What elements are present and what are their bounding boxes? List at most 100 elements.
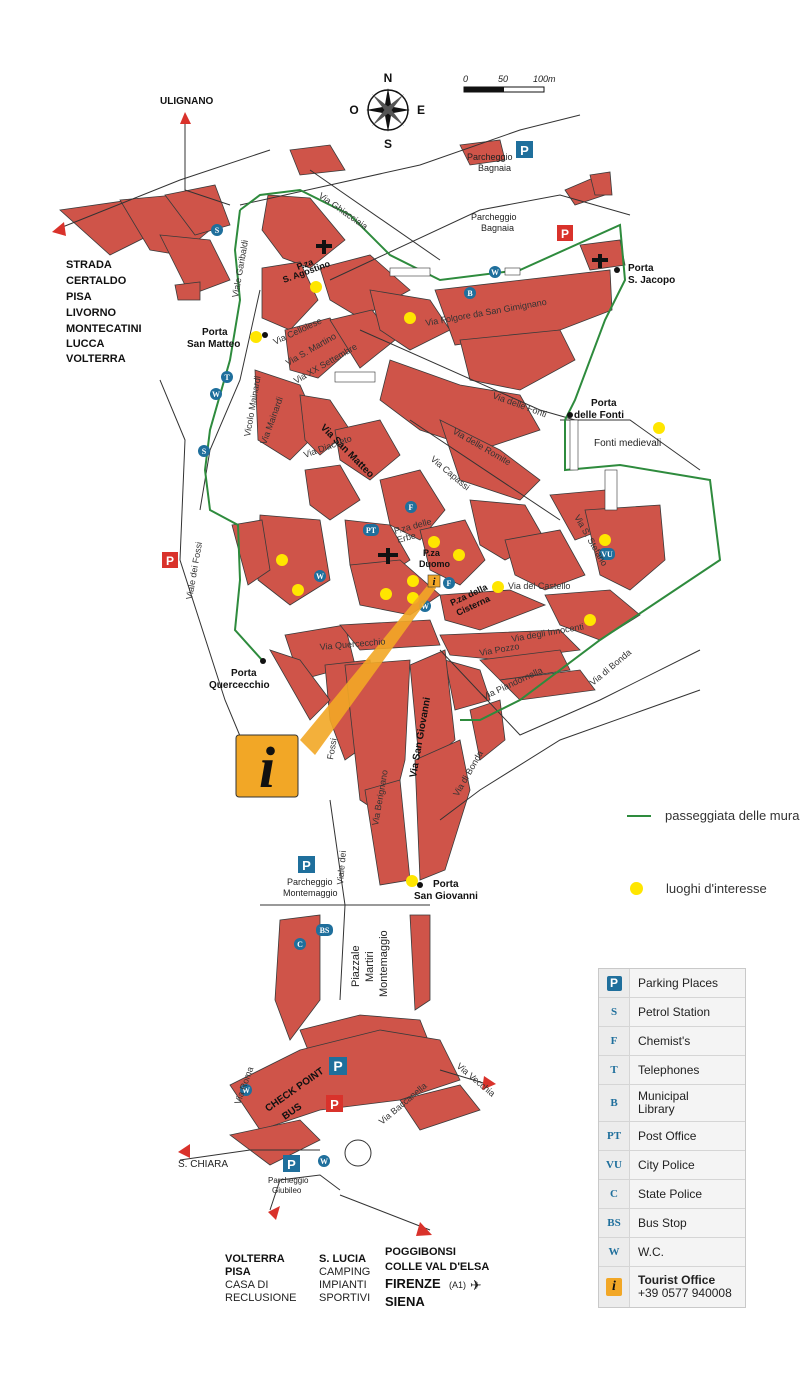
parking-icon: P [599,975,629,991]
arrow-icon [268,1206,280,1220]
post-office-icon [363,524,379,536]
svg-text:PT: PT [366,526,377,535]
arrow-icon [180,112,191,124]
green-line-swatch [627,814,651,817]
legend-row-parking: P Parking Places [599,969,745,998]
svg-text:F: F [447,579,452,588]
compass-s: S [384,137,392,151]
svg-text:P: P [520,143,529,158]
info-icon: i [599,1278,629,1296]
street-fossi: Fossi [325,737,339,760]
dest-reclusione: RECLUSIONE [225,1292,297,1304]
label-pza-duomo-1: P.za [423,548,441,558]
building-blocks [59,139,666,1166]
svg-text:S: S [215,226,220,235]
label-porta-delle-fonti-1: Porta [591,398,617,409]
legend-label: Parking Places [629,969,745,997]
dest-camping: CAMPING [319,1266,370,1278]
gate-markers [260,267,620,888]
poi-marker [428,536,440,548]
label-porta-san-matteo-1: Porta [202,327,228,338]
compass-rose-icon [366,88,410,132]
tourist-office-phone: +39 0577 940008 [638,1286,732,1300]
dest-siena: SIENA [385,1294,425,1309]
street-viale-garibaldi: Viale Garibaldi [230,239,250,298]
parking-icons: P P P P P P P [162,141,573,1172]
street-via-del-castello: Via del Castello [508,581,570,591]
roads [59,114,701,1231]
street-viale-dei-fossi: Viale dei Fossi [184,541,204,600]
label-parcheggio-giubileo-2: Giubileo [272,1186,302,1195]
bus-stop-icon: BS [607,1217,621,1229]
scale-0: 0 [463,74,468,84]
legend-label: Post Office [629,1122,745,1150]
legend-tourist: Tourist Office +39 0577 940008 [629,1267,745,1307]
label-parcheggio-montemaggio-1: Parcheggio [287,877,333,887]
chemist-icon: F [610,1035,618,1047]
wc-icon: W [608,1246,620,1258]
dest-sportivi: SPORTIVI [319,1292,370,1304]
scale-50: 50 [498,74,508,84]
legend-label: Municipal Library [629,1085,745,1121]
key-walls-walk-label: passeggiata delle mura [665,808,800,823]
label-parcheggio-bagnaia-1: Parcheggio [471,212,517,222]
svg-text:W: W [320,1157,328,1166]
dest-poggibonsi: POGGIBONSI [385,1246,456,1258]
compass-e: E [417,103,425,117]
parking-icon [329,1057,347,1075]
label-porta-san-giovanni-1: Porta [433,879,459,890]
petrol-icon [211,224,223,236]
label-porta-quercecchio-2: Quercecchio [209,680,270,691]
legend-row-city-police: VU City Police [599,1151,745,1180]
label-s-chiara: S. CHIARA [178,1159,228,1170]
roundabout [344,1139,372,1167]
svg-text:i: i [432,576,436,588]
compass-n: N [384,71,393,85]
arrow-icon [52,222,66,236]
parking-icon [516,141,533,158]
dest-s-lucia: S. LUCIA [319,1253,366,1265]
legend-row-telephones: T Telephones [599,1056,745,1085]
street-via-di-bonda: Via di Bonda [588,647,633,687]
poi-marker [653,422,665,434]
library-icon: B [610,1097,618,1109]
label-parcheggio-bagnaia-top-2: Bagnaia [478,163,511,173]
label-ulignano: ULIGNANO [160,96,214,107]
svg-text:i: i [259,735,275,800]
poi-marker [584,614,596,626]
city-police-icon: VU [606,1159,622,1171]
church-icon [316,240,608,564]
legend-row-post-office: PT Post Office [599,1122,745,1151]
dest-casa-di: CASA DI [225,1279,268,1291]
label-parcheggio-giubileo-1: Parcheggio [268,1176,309,1185]
svg-text:W: W [242,1086,250,1095]
svg-text:B: B [467,289,473,298]
legend-label: Chemist's [629,1027,745,1055]
dest-volterra: VOLTERRA [225,1253,285,1265]
svg-text:W: W [212,390,220,399]
svg-text:LIVORNO: LIVORNO [66,307,117,319]
scale-bar [463,86,545,93]
yellow-dot-swatch [630,882,643,895]
bus-stop-icon [316,924,333,936]
label-fonti-medievali: Fonti medievali [594,438,661,449]
stairs [334,267,618,511]
svg-text:P: P [330,1097,339,1112]
walls-walk-path-west [203,209,263,661]
label-porta-quercecchio-1: Porta [231,668,257,679]
legend-row-petrol: S Petrol Station [599,998,745,1027]
legend-label: State Police [629,1180,745,1208]
legend-row-library: B Municipal Library [599,1085,745,1122]
svg-text:Martiri: Martiri [364,951,376,982]
svg-text:MONTECATINI: MONTECATINI [66,323,142,335]
svg-text:VU: VU [601,550,613,559]
wc-icon [240,1084,252,1096]
dest-impianti: IMPIANTI [319,1279,367,1291]
key-poi: luoghi d'interesse [630,881,767,896]
wc-icon [314,570,326,582]
poi-marker [310,281,322,293]
svg-text:F: F [409,503,414,512]
walls-walk-path [239,188,722,721]
dest-pisa: PISA [225,1266,251,1278]
